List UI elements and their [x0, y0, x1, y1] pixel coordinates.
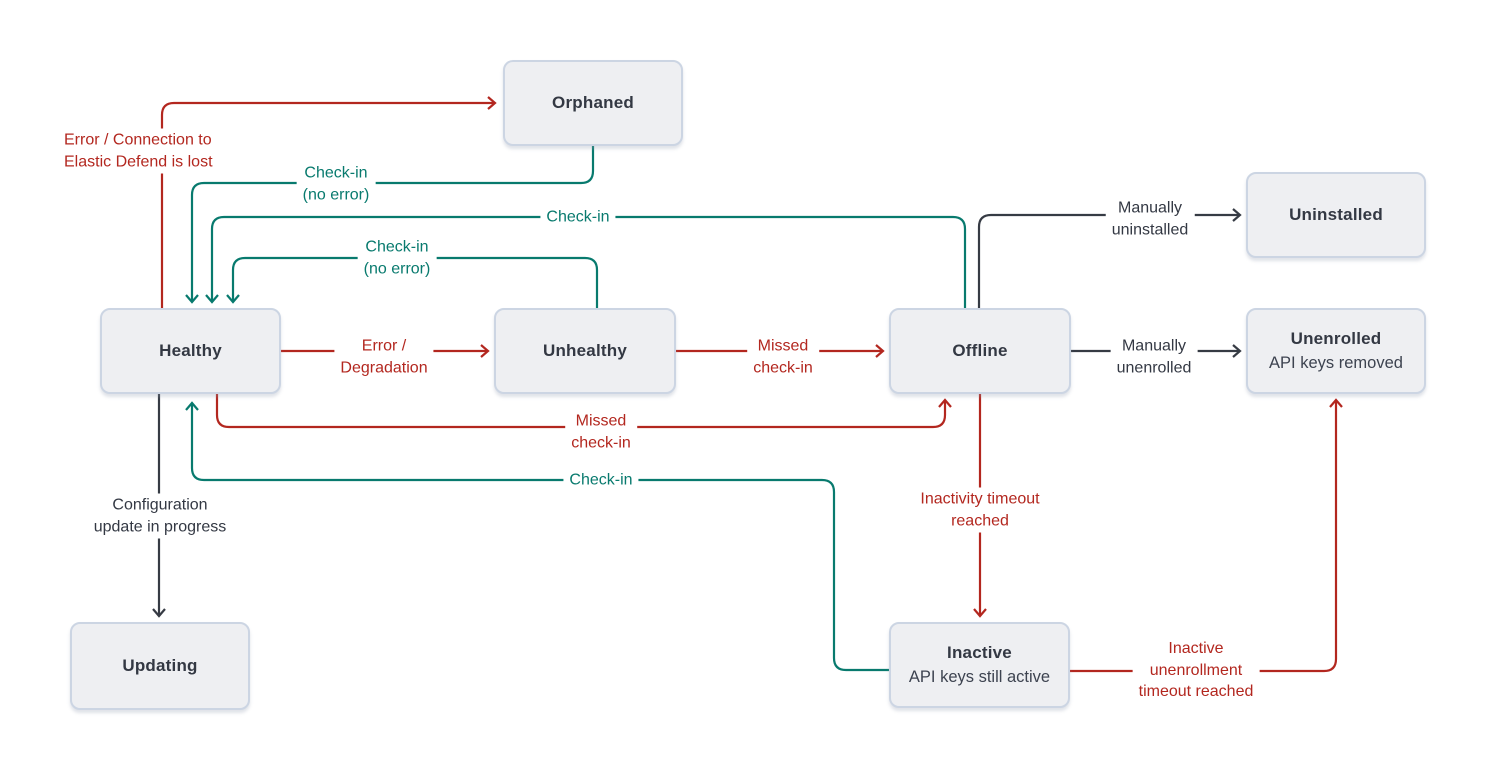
edge-label-missed-checkin-healthy: Missed check-in: [565, 409, 637, 455]
edge-label-checkin-inactive: Check-in: [563, 468, 639, 492]
edge-label-missed-checkin-unhealthy: Missed check-in: [747, 334, 819, 380]
edge-label-inactivity-timeout: Inactivity timeout reached: [914, 487, 1046, 533]
edge-label-checkin-no-error-orphaned: Check-in (no error): [296, 161, 376, 207]
state-uninstalled: Uninstalled: [1246, 172, 1426, 258]
state-orphaned-label: Orphaned: [552, 93, 634, 112]
edge-offline-to-uninstalled: [977, 208, 1242, 308]
edge-label-error-degradation: Error / Degradation: [334, 334, 434, 380]
state-uninstalled-label: Uninstalled: [1289, 205, 1383, 224]
state-orphaned: Orphaned: [503, 60, 683, 146]
state-inactive-label: Inactive: [947, 643, 1012, 662]
edge-label-manually-uninstalled: Manually uninstalled: [1105, 196, 1195, 242]
edge-inactive-to-unenrolled: [1070, 398, 1343, 673]
state-updating: Updating: [70, 622, 250, 710]
edge-healthy-to-orphaned: [160, 96, 497, 308]
state-offline-label: Offline: [952, 341, 1008, 360]
state-inactive: Inactive API keys still active: [889, 622, 1070, 708]
state-unhealthy-label: Unhealthy: [543, 341, 627, 360]
state-unenrolled: Unenrolled API keys removed: [1246, 308, 1426, 394]
edge-label-error-connection-lost: Error / Connection to Elastic Defend is …: [58, 128, 219, 174]
edge-label-checkin-offline: Check-in: [540, 205, 616, 229]
state-unenrolled-label: Unenrolled: [1290, 329, 1382, 348]
state-healthy-label: Healthy: [159, 341, 222, 360]
state-healthy: Healthy: [100, 308, 281, 394]
edge-label-manually-unenrolled: Manually unenrolled: [1110, 334, 1198, 380]
edge-inactive-to-healthy: [185, 401, 889, 672]
edge-label-inactive-unenrollment-timeout: Inactive unenrollment timeout reached: [1132, 636, 1260, 704]
edge-offline-to-healthy: [205, 215, 967, 308]
state-unhealthy: Unhealthy: [494, 308, 676, 394]
state-inactive-sublabel: API keys still active: [908, 668, 1051, 686]
edge-label-configuration-update: Configuration update in progress: [87, 493, 233, 539]
edge-label-checkin-no-error-unhealthy: Check-in (no error): [357, 235, 437, 281]
state-offline: Offline: [889, 308, 1071, 394]
edge-orphaned-to-healthy: [185, 146, 595, 304]
state-updating-label: Updating: [122, 656, 198, 675]
state-unenrolled-sublabel: API keys removed: [1269, 354, 1403, 372]
